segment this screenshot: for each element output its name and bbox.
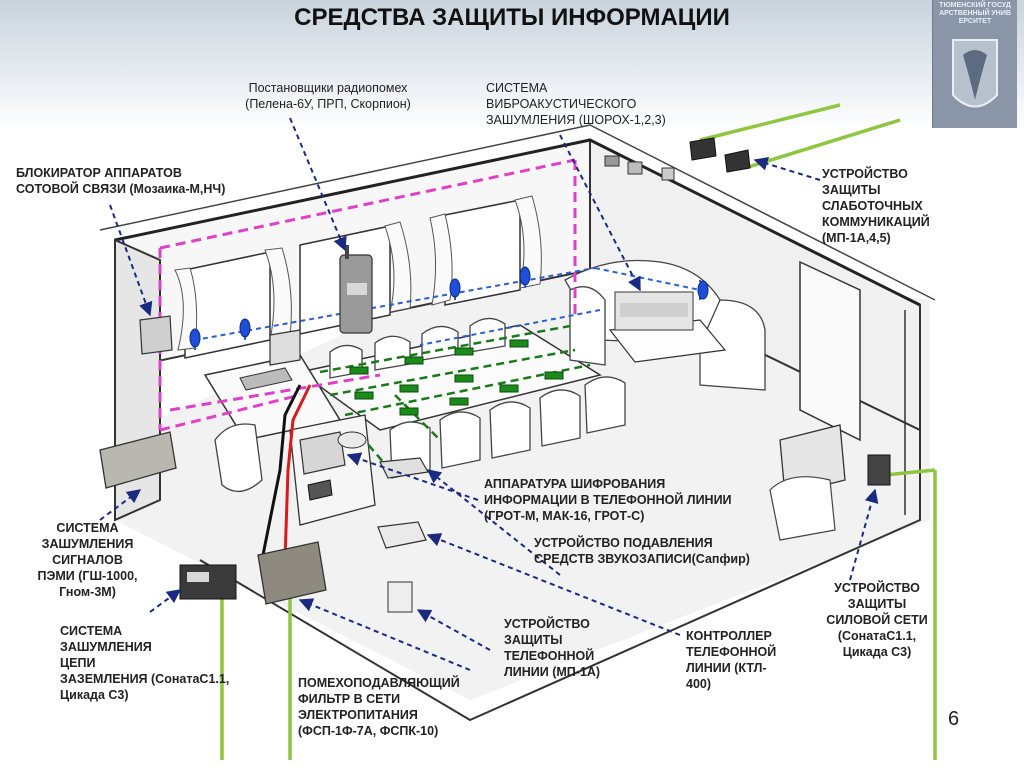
curtains: [174, 195, 542, 351]
door: [799, 260, 861, 442]
label-encryption: АППАРАТУРА ШИФРОВАНИЯ ИНФОРМАЦИИ В ТЕЛЕФ…: [484, 477, 732, 523]
power-filter: [257, 541, 327, 605]
phone-encryption-device: [299, 431, 346, 475]
university-logo: ТЮМЕНСКИЙ ГОСУДАРСТВЕННЫЙ УНИВЕРСИТЕТ: [932, 0, 1017, 128]
blue-emitters: [189, 266, 709, 348]
label-vibro-system: СИСТЕМА ВИБРОАКУСТИЧЕСКОГО ЗАШУМЛЕНИЯ (Ш…: [486, 81, 666, 127]
cell-blocker-device: [139, 315, 173, 355]
keyboard-icon: [239, 367, 293, 391]
monitor-icon: [269, 329, 301, 366]
label-recorder-suppressor: УСТРОЙСТВО ПОДАВЛЕНИЯ СРЕДСТВ ЗВУКОЗАПИС…: [534, 536, 750, 566]
header-band: [0, 0, 1024, 130]
logo-emblem-icon: [952, 39, 998, 108]
phone-protector: [387, 581, 413, 613]
label-phone-protector: УСТРОЙСТВО ЗАЩИТЫ ТЕЛЕФОННОЙ ЛИНИИ (МП-1…: [504, 617, 601, 679]
power-wires: [220, 103, 937, 760]
page-title: СРЕДСТВА ЗАЩИТЫ ИНФОРМАЦИИ: [294, 4, 730, 31]
label-radio-jammers: Постановщики радиопомех (Пелена-6У, ПРП,…: [245, 81, 411, 111]
pemi-generator: [99, 431, 177, 489]
vibro-sensors: [349, 339, 564, 416]
page-number: 6: [948, 708, 960, 730]
label-power-filter: ПОМЕХОПОДАВЛЯЮЩИЙ ФИЛЬТР В СЕТИ ЭЛЕКТРОП…: [298, 676, 460, 738]
label-cell-blocker: БЛОКИРАТОР АППАРАТОВ СОТОВОЙ СВЯЗИ (Моза…: [16, 166, 226, 196]
equipment: [99, 137, 891, 613]
label-power-protector: УСТРОЙСТВО ЗАЩИТЫ СИЛОВОЙ СЕТИ (СонатаС1…: [826, 581, 928, 659]
arrows: [99, 117, 879, 671]
label-line-controller: КОНТРОЛЛЕР ТЕЛЕФОННОЙ ЛИНИИ (КТЛ- 400): [686, 629, 777, 691]
power-protector: [867, 454, 891, 486]
chairs: [329, 317, 626, 479]
label-lowcurrent-protector: УСТРОЙСТВО ЗАЩИТЫ СЛАБОТОЧНЫХ КОММУНИКАЦ…: [822, 167, 930, 245]
cell-blocker-line: [158, 158, 577, 432]
label-pemi-noise: СИСТЕМА ЗАШУМЛЕНИЯ СИГНАЛОВ ПЭМИ (ГШ-100…: [37, 521, 138, 599]
label-grounding-noise: СИСТЕМА ЗАШУМЛЕНИЯ ЦЕПИ ЗАЗЕМЛЕНИЯ (Сона…: [60, 624, 230, 702]
logo-text: ТЮМЕНСКИЙ ГОСУДАРСТВЕННЫЙ УНИВЕРСИТЕТ: [939, 2, 1011, 25]
